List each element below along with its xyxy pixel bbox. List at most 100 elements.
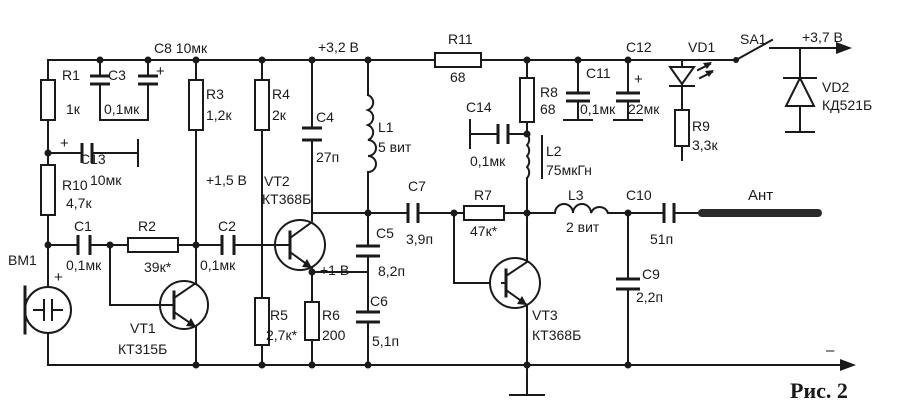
- switch-sa1: [733, 38, 774, 63]
- label-v32: +3,2 В: [318, 39, 359, 55]
- ref-c7: C7: [408, 178, 426, 194]
- resistor-r7: [463, 205, 505, 221]
- val-c6: 5,1п: [372, 333, 399, 349]
- resistor-r6: [304, 301, 320, 341]
- capacitor-c9: [616, 277, 640, 291]
- ref-bm1: BM1: [8, 252, 37, 268]
- ref-sa1: SA1: [740, 31, 767, 47]
- capacitor-c13: [80, 139, 139, 167]
- val-l3: 2 вит: [566, 219, 600, 235]
- val-l2: 75мкГн: [546, 162, 592, 178]
- val-r11: 68: [450, 69, 466, 85]
- resistor-r5: [254, 297, 270, 346]
- ref-r8: R8: [540, 84, 558, 100]
- ref-r5: R5: [270, 307, 288, 323]
- ref-r9: R9: [692, 118, 710, 134]
- capacitor-c14: [469, 119, 510, 149]
- val-l1: 5 вит: [378, 139, 412, 155]
- val-vt1: КТ315Б: [118, 341, 167, 357]
- val-vt2: КТ368Б: [262, 191, 311, 207]
- junction-dots: [44, 56, 632, 369]
- ref-c5: C5: [376, 225, 394, 241]
- val-r5: 2,7к*: [266, 327, 298, 343]
- val-r4: 2к: [272, 107, 287, 123]
- plus-bm1: +: [54, 269, 63, 286]
- ref-r7: R7: [474, 187, 492, 203]
- ref-c6: C6: [370, 293, 388, 309]
- ref-l3: L3: [568, 187, 584, 203]
- inductor-l1: [365, 93, 377, 174]
- val-vt3: КТ368Б: [532, 327, 581, 343]
- val-c10: 51п: [650, 231, 673, 247]
- ref-c13: C13: [80, 151, 106, 167]
- plus-c13: +: [60, 135, 69, 152]
- ref-r2: R2: [138, 218, 156, 234]
- val-c11: 0,1мк: [580, 101, 616, 117]
- inductor-l3: [553, 203, 610, 215]
- val-r2: 39к*: [144, 259, 172, 275]
- capacitor-c3: [90, 74, 110, 86]
- ref-c12: C12: [626, 39, 652, 55]
- transistor-vt3: [489, 257, 541, 309]
- resistor-r11: [434, 52, 482, 68]
- val-c9: 2,2п: [636, 289, 663, 305]
- led-vd1: [668, 62, 714, 95]
- label-c8-rail: C8 10мк: [154, 40, 208, 56]
- capacitor-c4: [302, 126, 322, 142]
- capacitor-c12: [613, 91, 643, 121]
- val-c2: 0,1мк: [200, 257, 236, 273]
- val-vd2: КД521Б: [822, 97, 872, 113]
- val-r3: 1,2к: [206, 107, 232, 123]
- capacitor-c5: [356, 244, 380, 258]
- ref-c2: C2: [218, 218, 236, 234]
- ref-vd2: VD2: [822, 79, 849, 95]
- capacitor-c1: [76, 235, 92, 255]
- ref-c14: C14: [466, 99, 492, 115]
- minus-supply-arrow: [840, 359, 856, 371]
- label-v15: +1,5 В: [206, 172, 247, 188]
- ref-vt2: VT2: [264, 173, 290, 189]
- val-c1: 0,1мк: [66, 257, 102, 273]
- transistor-vt2: [274, 219, 326, 271]
- capacitor-c6: [356, 310, 380, 324]
- ref-vt3: VT3: [532, 307, 558, 323]
- capacitor-c2: [220, 235, 236, 255]
- resistor-r10: [40, 164, 56, 216]
- val-c4: 27п: [316, 149, 339, 165]
- ref-l1: L1: [378, 119, 394, 135]
- val-c7: 3,9п: [406, 231, 433, 247]
- ref-r3: R3: [206, 86, 224, 102]
- resistor-r9: [674, 109, 690, 147]
- plus-supply-arrow: [836, 42, 852, 54]
- ref-r10: R10: [62, 177, 88, 193]
- ref-c1: C1: [74, 218, 92, 234]
- ref-l2: L2: [546, 143, 562, 159]
- ref-c9: C9: [642, 266, 660, 282]
- resistor-r4: [254, 79, 270, 131]
- val-c14: 0,1мк: [470, 153, 506, 169]
- capacitor-c11: [563, 91, 593, 121]
- capacitor-c8: [138, 74, 158, 86]
- transistor-vt1: [159, 280, 209, 336]
- microphone-bm1: [23, 285, 72, 335]
- diode-vd2: [783, 75, 817, 133]
- label-v37: +3,7 В: [802, 29, 843, 45]
- capacitor-c10: [662, 203, 676, 223]
- ref-r4: R4: [272, 86, 290, 102]
- ref-r11: R11: [448, 31, 473, 47]
- plus-c12: +: [634, 71, 643, 88]
- ref-c4: C4: [316, 109, 334, 125]
- plus-c8: +: [156, 63, 165, 80]
- figure-caption: Рис. 2: [790, 378, 848, 403]
- resistor-r3: [188, 79, 204, 131]
- ref-c10: C10: [626, 187, 652, 203]
- resistor-r2: [127, 237, 179, 253]
- resistor-r1: [40, 79, 56, 121]
- val-r7: 47к*: [470, 223, 498, 239]
- val-c12: 22мк: [628, 101, 660, 117]
- val-c3: 0,1мк: [104, 101, 140, 117]
- val-c5: 8,2п: [378, 263, 405, 279]
- resistor-r8: [519, 77, 535, 123]
- ref-r6: R6: [322, 307, 340, 323]
- val-r6: 200: [322, 327, 346, 343]
